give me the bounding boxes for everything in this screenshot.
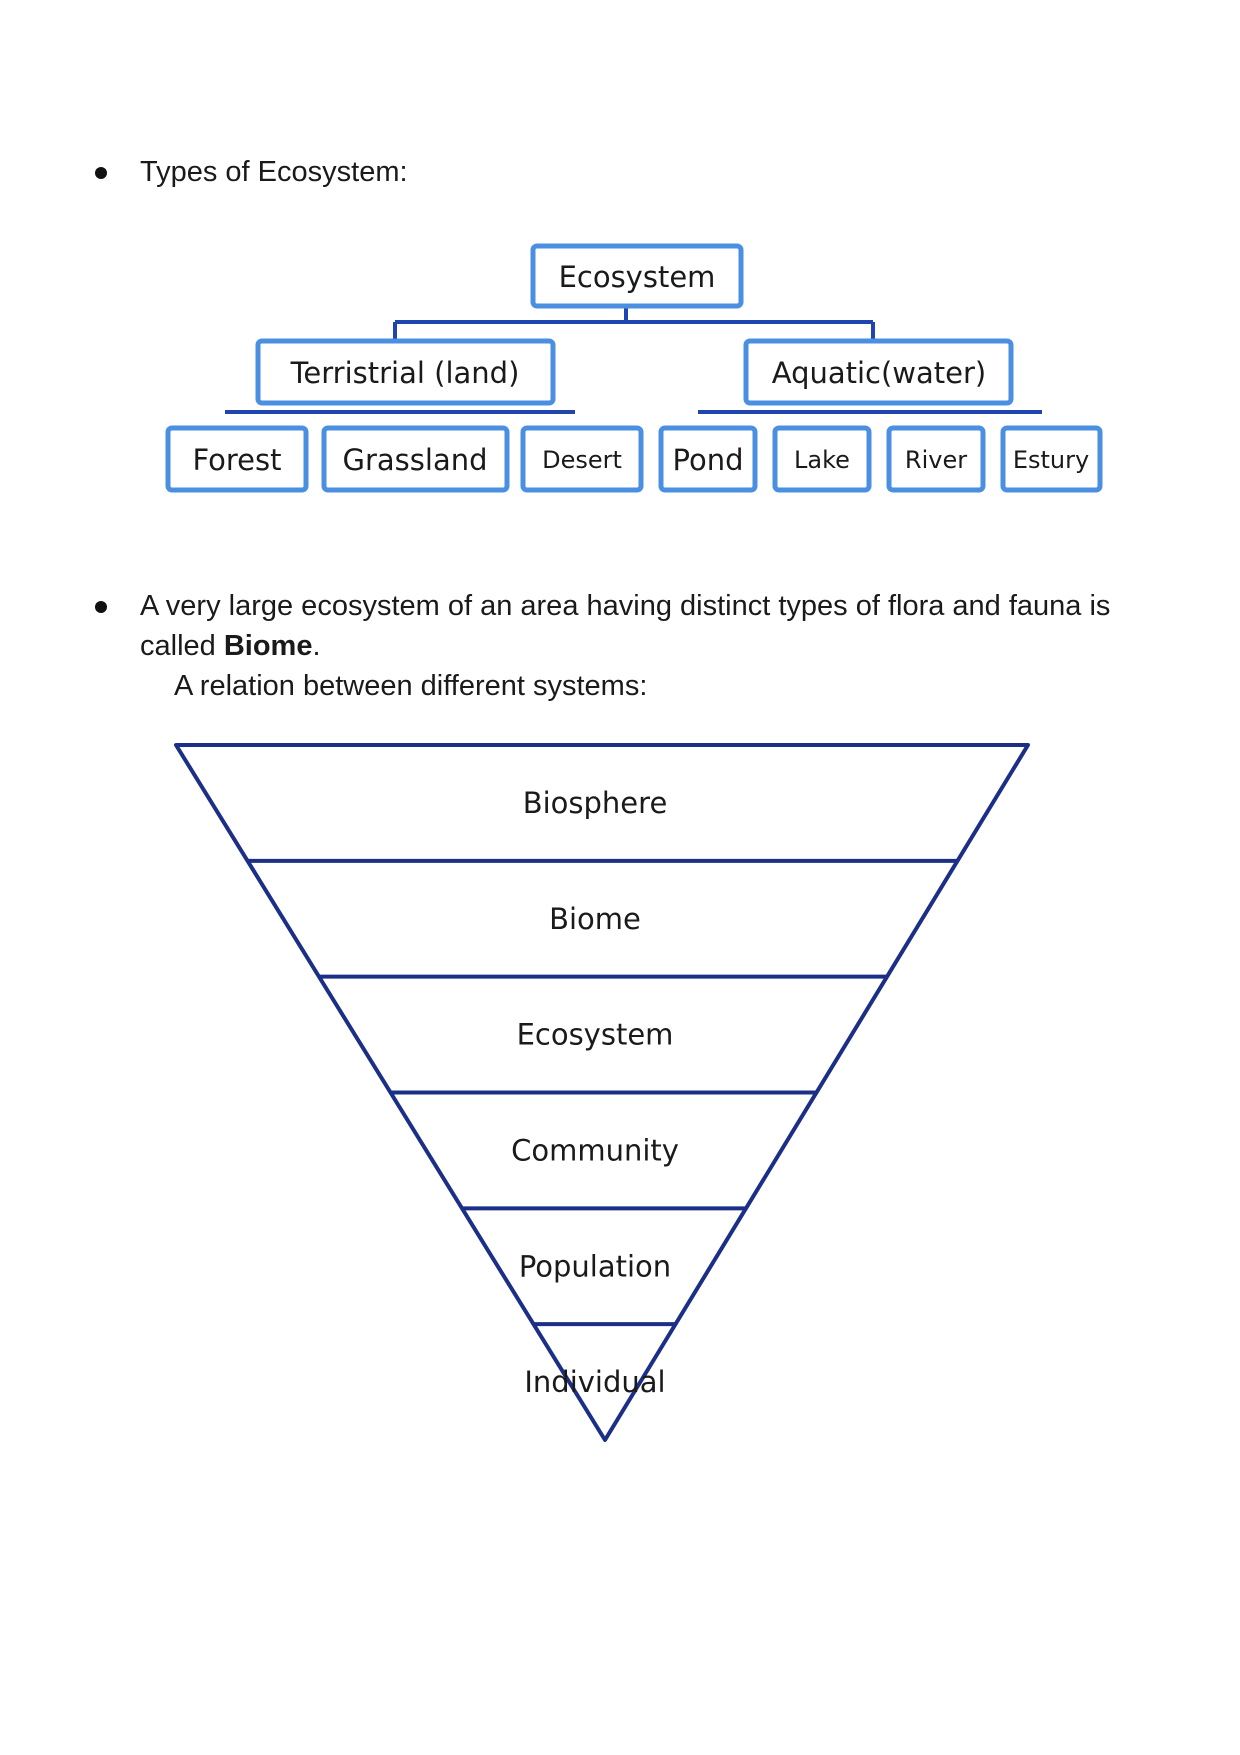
bullet-point [95,167,107,179]
biome-definition-prefix: called [140,630,224,662]
biome-term: Biome [223,630,313,662]
pyramid-outline [174,743,1030,1442]
tree-leaf-lake-label: Lake [794,446,850,474]
tree-node-aquatic: Aquatic(water) [743,338,1014,406]
biome-definition-line1: A very large ecosystem of an area having… [140,590,1111,622]
tree-leaf-pond: Pond [658,425,758,493]
biome-definition-line2: called Biome. [140,626,321,666]
tree-node-root-label: Ecosystem [559,260,716,294]
pyramid-level-individual: Individual [524,1365,665,1399]
tree-leaf-grassland: Grassland [321,425,510,493]
tree-connectors [225,306,1042,414]
tree-leaf-river: River [886,425,986,493]
relation-subheading: A relation between different systems: [174,670,648,702]
tree-node-terrestrial-label: Terristrial (land) [290,356,520,390]
pyramid-level-ecosystem: Ecosystem [517,1018,674,1052]
tree-leaf-estury-label: Estury [1013,446,1089,474]
tree-leaf-river-label: River [905,446,967,474]
tree-leaf-grassland-label: Grassland [343,443,488,477]
tree-node-aquatic-label: Aquatic(water) [772,356,987,390]
section-heading-types: Types of Ecosystem: [140,156,408,188]
tree-leaf-forest-label: Forest [193,443,282,477]
tree-leaf-desert: Desert [520,425,644,493]
tree-node-terrestrial: Terristrial (land) [255,338,556,406]
tree-node-root: Ecosystem [530,243,744,309]
tree-leaf-desert-label: Desert [542,446,622,474]
pyramid-level-community: Community [511,1133,679,1167]
pyramid-level-biome: Biome [549,902,641,936]
biome-definition-suffix: . [312,630,321,662]
tree-leaf-forest: Forest [165,425,309,493]
pyramid-level-biosphere: Biosphere [523,786,668,820]
ecosystem-types-diagram: Ecosystem Terristrial (land) Aquatic(wat… [165,243,1103,493]
bullet-point [95,601,107,613]
pyramid-level-population: Population [519,1249,671,1283]
tree-leaf-pond-label: Pond [673,443,744,477]
tree-leaf-estury: Estury [1000,425,1103,493]
tree-leaf-lake: Lake [772,425,872,493]
